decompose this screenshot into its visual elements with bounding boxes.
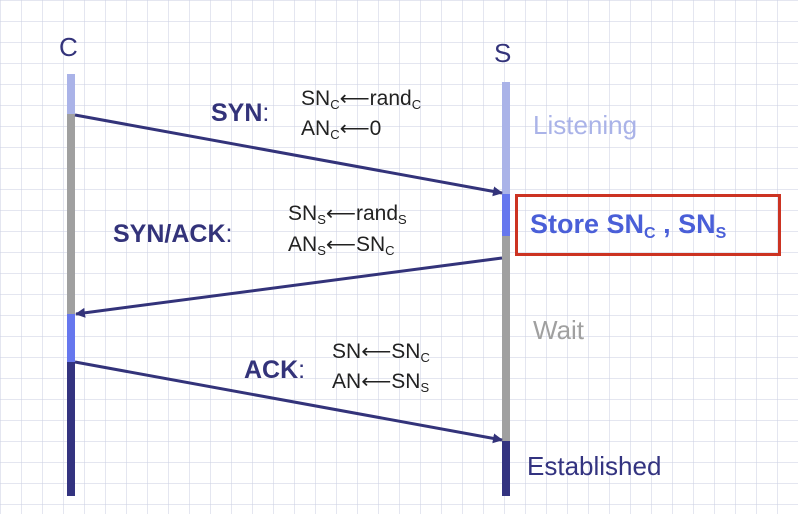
client-lifeline-established — [67, 362, 75, 496]
server-lifeline-wait — [502, 236, 510, 441]
synack-an-name: AN — [288, 233, 318, 256]
syn-sn-sub: C — [330, 97, 340, 112]
ack-an-op: ⟵SN — [361, 370, 421, 393]
synack-an-sn-sub: C — [385, 243, 395, 258]
ack-sn-name: SN — [332, 340, 362, 363]
syn-sn-rand-sub: C — [411, 97, 422, 112]
ack-an-name: AN — [332, 370, 362, 393]
synack-sn-rand-sub: S — [398, 212, 407, 227]
synack-label-colon: : — [225, 220, 233, 248]
ack-label: ACK: — [244, 358, 305, 383]
store-separator: , SN — [655, 209, 716, 239]
ack-label-text: ACK — [244, 356, 299, 384]
store-highlight-box: Store SNC , SNS — [515, 194, 781, 256]
syn-label-colon: : — [262, 99, 270, 127]
ack-field-an: AN⟵SNS — [332, 371, 429, 394]
syn-an-sub: C — [330, 127, 340, 142]
synack-an-sub: S — [317, 243, 326, 258]
synack-label-text: SYN/ACK — [113, 220, 226, 248]
server-label: S — [494, 38, 512, 68]
synack-field-sn: SNS⟵randS — [288, 203, 407, 226]
syn-label: SYN: — [211, 101, 269, 126]
state-wait: Wait — [533, 315, 585, 345]
syn-field-sn: SNC⟵randC — [301, 88, 421, 111]
syn-sn-name: SN — [301, 87, 331, 110]
ack-field-sn: SN⟵SNC — [332, 341, 430, 364]
syn-sn-op: ⟵rand — [339, 87, 412, 110]
server-lifeline-listening — [502, 82, 510, 194]
server-lifeline-active — [502, 194, 510, 236]
store-sub-s: S — [715, 225, 727, 242]
ack-an-sub: S — [420, 380, 430, 395]
client-lifeline-initial — [67, 74, 75, 114]
client-lifeline-waiting — [67, 114, 75, 314]
ack-arrow — [74, 360, 503, 444]
syn-an-name: AN — [301, 117, 331, 140]
client-label: C — [59, 32, 78, 62]
synack-sn-op: ⟵rand — [325, 202, 398, 225]
store-sub-c: C — [644, 225, 656, 242]
syn-an-op: ⟵0 — [339, 117, 382, 140]
ack-sn-op: ⟵SN — [361, 340, 421, 363]
syn-field-an: ANC⟵0 — [301, 118, 381, 141]
synack-label: SYN/ACK: — [113, 222, 232, 247]
synack-sn-name: SN — [288, 202, 318, 225]
synack-an-op: ⟵SN — [325, 233, 386, 256]
server-lifeline-established — [502, 441, 510, 496]
state-listening: Listening — [533, 110, 638, 140]
client-lifeline-active — [67, 314, 75, 362]
store-prefix: Store SN — [530, 209, 645, 239]
ack-label-colon: : — [298, 356, 306, 384]
syn-arrow — [74, 113, 503, 197]
ack-sn-sub: C — [420, 350, 430, 365]
synack-sn-sub: S — [317, 212, 326, 227]
syn-label-text: SYN — [211, 99, 263, 127]
store-sequence-numbers-text: Store SNC , SNS — [530, 211, 726, 242]
synack-field-an: ANS⟵SNC — [288, 234, 395, 257]
synack-arrow — [75, 256, 503, 318]
state-established: Established — [527, 451, 662, 481]
